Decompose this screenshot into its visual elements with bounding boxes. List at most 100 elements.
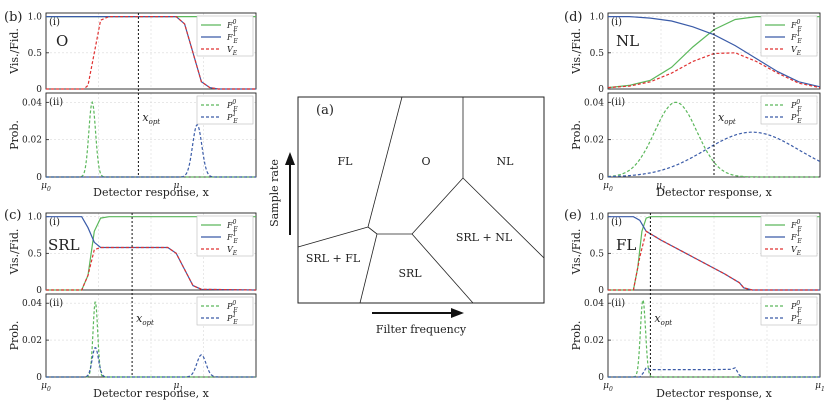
boundary-srl-srlnl <box>411 233 474 304</box>
y-tick-label: 0 <box>598 173 604 183</box>
panel-letter: (c) <box>4 208 21 223</box>
sub-panel-letter: (ii) <box>49 97 63 108</box>
top-y-label: Vis./Fid. <box>570 229 583 276</box>
boundary-fl-o <box>367 96 403 228</box>
sample-rate-arrow-head <box>285 152 295 165</box>
top-axes-frame <box>607 212 821 291</box>
legend-box <box>196 15 254 57</box>
legend-entry: VE <box>791 45 802 57</box>
legend-entry: VE <box>227 45 238 57</box>
bottom-y-label: Prob. <box>570 321 583 351</box>
filter-frequency-label: Filter frequency <box>376 323 467 336</box>
legend-box <box>760 95 818 125</box>
y-tick-label: 0.04 <box>584 98 604 108</box>
y-tick-label: 0 <box>36 286 42 296</box>
y-tick-label: 0.5 <box>28 49 43 59</box>
y-tick-label: 0 <box>36 373 42 383</box>
regime-label: NL <box>616 32 639 50</box>
top-y-label: Vis./Fid. <box>8 229 21 276</box>
series-line-PE1 <box>46 347 256 378</box>
y-tick-label: 0.04 <box>22 98 42 108</box>
sub-panel-letter: (i) <box>611 217 622 228</box>
panel-a: (a) FL O NL SRL + FL SRL SRL + NL Sample… <box>268 96 545 336</box>
series-line-VE <box>608 230 820 291</box>
sub-panel-letter: (i) <box>49 217 60 228</box>
legend-entry: VE <box>227 245 238 257</box>
y-tick-label: 0.04 <box>22 299 42 309</box>
x-tick-label: μ1 <box>173 181 183 193</box>
x-tick-label: μ0 <box>41 381 51 393</box>
y-tick-label: 0.5 <box>590 49 605 59</box>
region-srl-nl: SRL + NL <box>456 231 513 244</box>
series-line-PE1 <box>608 367 820 378</box>
x-opt-label: xopt <box>136 312 154 327</box>
legend-box <box>760 296 818 326</box>
y-tick-label: 0 <box>36 173 42 183</box>
x-axis-label: Detector response, x <box>656 186 773 199</box>
x-opt-label: xopt <box>142 111 160 126</box>
legend-entry: VE <box>791 245 802 257</box>
boundary-junction-1 <box>367 226 378 235</box>
boundary-srlfl-srl <box>359 233 378 304</box>
panel-letter: (d) <box>564 10 582 25</box>
region-boundaries <box>297 96 545 304</box>
boundary-fl-srlfl <box>297 226 369 248</box>
y-tick-label: 0 <box>598 85 604 95</box>
regime-label: FL <box>616 236 636 254</box>
top-axes-frame <box>45 212 257 291</box>
top-axes-frame <box>45 12 257 90</box>
y-tick-label: 0.02 <box>584 136 604 146</box>
top-y-label: Vis./Fid. <box>8 28 21 75</box>
regime-label: O <box>56 32 68 50</box>
x-tick-label: μ1 <box>815 381 825 393</box>
legend-box <box>196 215 254 257</box>
panel-letter: (b) <box>4 10 22 25</box>
series-line-PE1 <box>46 123 256 178</box>
x-tick-label: μ1 <box>656 181 666 193</box>
bottom-axes-frame <box>607 293 821 378</box>
y-tick-label: 1.0 <box>590 213 605 223</box>
regime-label: SRL <box>48 236 80 254</box>
series-line-VE <box>46 246 257 291</box>
x-tick-label: μ0 <box>41 181 51 193</box>
y-tick-label: 0.04 <box>584 299 604 309</box>
y-tick-label: 1.0 <box>590 13 605 23</box>
x-tick-label: μ1 <box>173 381 183 393</box>
panel-a-frame <box>297 96 545 304</box>
boundary-nl-srlnl <box>462 177 545 259</box>
sample-rate-label: Sample rate <box>268 159 281 227</box>
filter-frequency-arrow-head <box>451 308 464 318</box>
y-tick-label: 0.5 <box>590 249 605 259</box>
top-y-label: Vis./Fid. <box>570 28 583 75</box>
x-axis-label: Detector response, x <box>656 387 773 400</box>
sub-panel-letter: (ii) <box>49 298 63 309</box>
x-axis-label: Detector response, x <box>93 387 210 400</box>
bottom-y-label: Prob. <box>8 321 21 351</box>
sub-panel-letter: (ii) <box>611 298 625 309</box>
series-line-VE <box>46 16 256 90</box>
region-fl: FL <box>338 155 354 168</box>
sub-panel-letter: (ii) <box>611 97 625 108</box>
panel-letter: (e) <box>564 208 582 223</box>
panel-a-letter: (a) <box>316 103 334 118</box>
series-line-PE1 <box>608 131 821 178</box>
sub-panel-letter: (i) <box>611 17 622 28</box>
